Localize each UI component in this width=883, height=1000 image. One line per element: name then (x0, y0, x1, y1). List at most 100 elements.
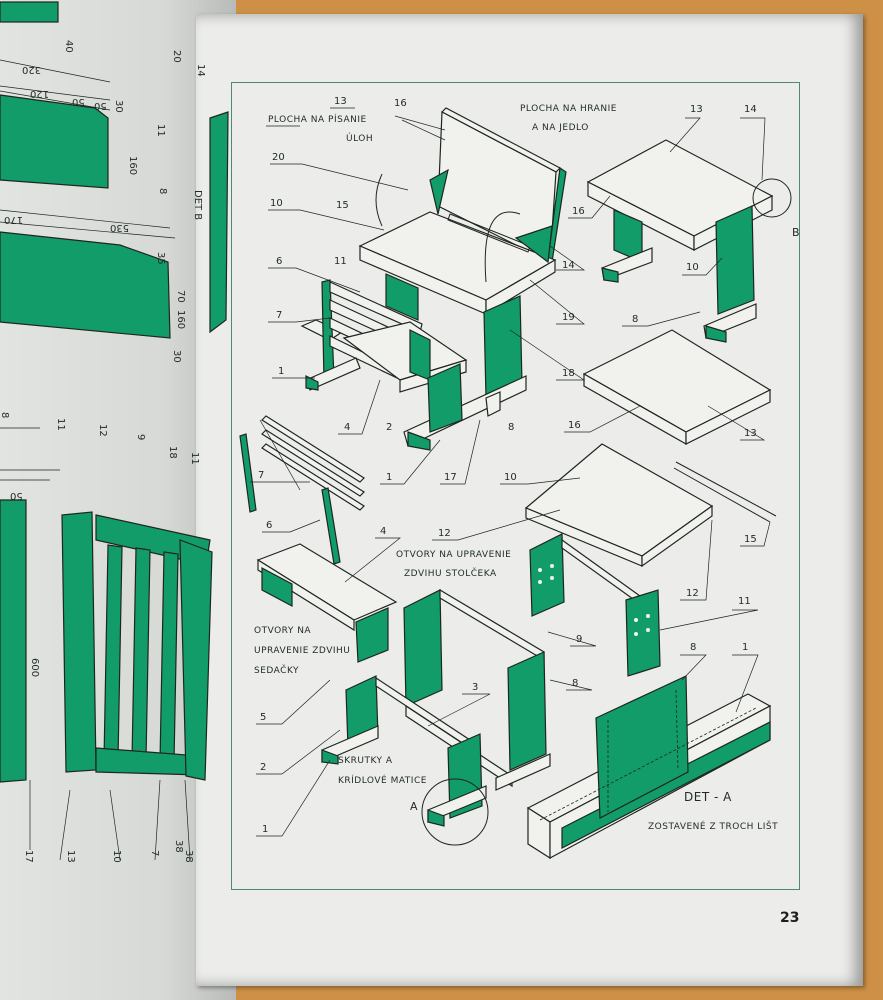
caption-desk-holes-1: OTVORY NA UPRAVENIE (396, 550, 512, 560)
part-number-label: 2 (260, 762, 267, 773)
board-10 (524, 443, 777, 568)
part-number-label: 13 (690, 104, 703, 115)
left-det-b-label: DET B (192, 190, 203, 221)
leader-lines (250, 107, 771, 837)
part-number-label: 18 (167, 446, 178, 459)
board-16 (582, 329, 772, 446)
detail-a-drawing (526, 675, 772, 860)
seat-bench (256, 543, 398, 663)
callout-a: A (410, 800, 419, 813)
part-number-label: 20 (272, 152, 285, 163)
dimension-label: 120 (30, 88, 50, 99)
part-number-label: 7 (149, 850, 160, 857)
detail-a-note: ZOSTAVENÉ Z TROCH LIŠT (648, 822, 779, 832)
part-number-label: 14 (562, 260, 575, 271)
detail-a-title: DET - A (684, 790, 732, 804)
part-number-label: 16 (394, 98, 407, 109)
part-number-label: 7 (258, 470, 265, 481)
dimension-label: 35 (155, 252, 166, 265)
part-number-label: 8 (0, 412, 10, 419)
part-number-label: 8 (632, 314, 639, 325)
part-number-label: 19 (562, 312, 575, 323)
desk-frame (403, 588, 551, 791)
loose-parts (239, 415, 365, 565)
page-number: 23 (780, 910, 800, 926)
dimension-label: 320 (22, 64, 42, 75)
part-number-label: 11 (55, 418, 66, 431)
part-number-label: 14 (744, 104, 757, 115)
part-number-label: 2 (386, 422, 393, 433)
part-number-label: 9 (576, 634, 583, 645)
part-number-label: 7 (276, 310, 283, 321)
dimension-label: 600 (29, 658, 40, 678)
play-table (586, 139, 792, 343)
frame-11 (529, 533, 661, 677)
part-number-label: 1 (278, 366, 285, 377)
dimension-label: 40 (63, 40, 74, 53)
caption-play-top-1: PLOCHA NA HRANIE (520, 104, 617, 114)
caption-seat-holes-2: UPRAVENIE ZDVIHU (254, 646, 351, 656)
dimension-label: 50 (94, 100, 107, 111)
dimension-label: 50 (72, 96, 85, 107)
part-number-label: 11 (738, 596, 751, 607)
caption-screws-1: SKRUTKY A (338, 756, 393, 766)
part-number-label: 14 (195, 64, 206, 77)
caption-screws-2: KRÍDLOVÉ MATICE (338, 776, 427, 786)
part-number-label: 1 (262, 824, 269, 835)
part-number-label: 8 (690, 642, 697, 653)
dimension-label: 160 (127, 156, 138, 176)
caption-desk-top-2: ÚLOH (346, 134, 374, 144)
caption-seat-holes-1: OTVORY NA (254, 626, 312, 636)
callout-b: B (792, 226, 801, 239)
left-page-parts (0, 1, 229, 861)
part-number-label: 10 (111, 850, 122, 863)
part-number-label: 4 (380, 526, 387, 537)
part-number-label: 9 (135, 434, 146, 441)
caption-desk-top-1: PLOCHA NA PÍSANIE (268, 115, 367, 125)
desk-assembly (300, 107, 567, 451)
part-number-label: 13 (744, 428, 757, 439)
part-number-label: 15 (744, 534, 757, 545)
part-number-label: 16 (572, 206, 585, 217)
dimension-label: 530 (110, 222, 130, 233)
part-number-label: 4 (344, 422, 351, 433)
part-number-label: 11 (189, 452, 200, 465)
part-number-label: 6 (276, 256, 283, 267)
part-number-label: 10 (504, 472, 517, 483)
caption-seat-holes-3: SEDAČKY (254, 666, 300, 676)
drawing-frame (231, 82, 800, 890)
dimension-label: 170 (4, 214, 24, 225)
part-number-label: 11 (155, 124, 166, 137)
part-number-label: 38 (183, 850, 194, 863)
caption-desk-holes-2: ZDVIHU STOLČEKA (404, 569, 497, 579)
part-number-label: 8 (157, 188, 168, 195)
part-number-label: 18 (562, 368, 575, 379)
part-number-label: 5 (260, 712, 267, 723)
part-number-label: 3 (472, 682, 479, 693)
part-number-label: 20 (171, 50, 182, 63)
part-number-label: 11 (334, 256, 347, 267)
part-number-label: 17 (23, 850, 34, 863)
caption-play-top-2: A NA JEDLO (532, 123, 589, 133)
part-number-label: 15 (336, 200, 349, 211)
part-number-label: 17 (444, 472, 457, 483)
part-number-label: 10 (686, 262, 699, 273)
part-number-label: 8 (508, 422, 515, 433)
part-number-label: 13 (334, 96, 347, 107)
part-number-label: 12 (97, 424, 108, 437)
part-number-label: 12 (438, 528, 451, 539)
dimension-label: 30 (171, 350, 182, 363)
part-number-label: 13 (65, 850, 76, 863)
part-number-label: 12 (686, 588, 699, 599)
part-number-label: 1 (742, 642, 749, 653)
dimension-label: 50 (10, 490, 23, 501)
part-number-label: 8 (572, 678, 579, 689)
dimension-label: 160 (175, 310, 186, 330)
part-number-label: 1 (386, 472, 393, 483)
part-number-label: 16 (568, 420, 581, 431)
part-number-label: 6 (266, 520, 273, 531)
dimension-label: 70 (175, 290, 186, 303)
dimension-label: 30 (113, 100, 124, 113)
part-number-label: 10 (270, 198, 283, 209)
